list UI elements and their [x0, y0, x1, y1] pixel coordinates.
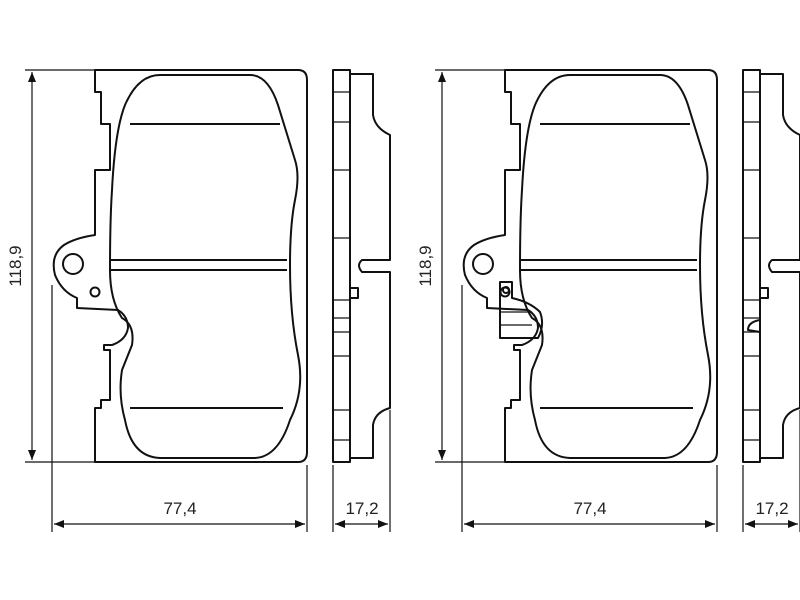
thickness-dimension: 17,2	[755, 499, 788, 518]
wear-sensor	[499, 281, 544, 339]
width-dimension: 77,4	[163, 499, 196, 518]
width-dimension: 77,4	[573, 499, 606, 518]
pad-view-left: 118,9 77,4 17,2	[6, 70, 390, 532]
height-dimension: 118,9	[6, 245, 25, 286]
thickness-dimension: 17,2	[345, 499, 378, 518]
height-dimension: 118,9	[416, 245, 435, 286]
pad-view-right: 118,9 77,4 17,2	[416, 70, 800, 532]
